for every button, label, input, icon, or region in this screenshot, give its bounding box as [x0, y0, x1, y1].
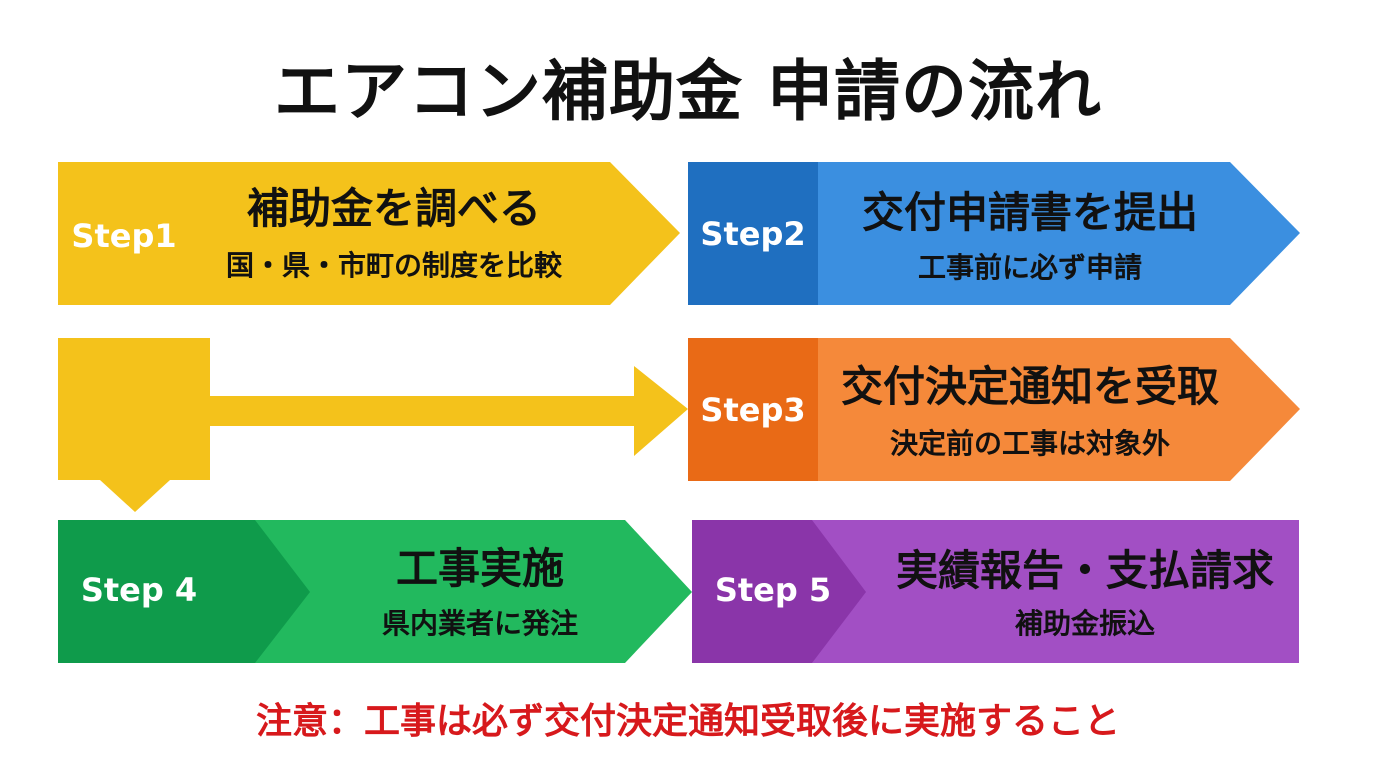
step1-heading: 補助金を調べる [246, 184, 541, 233]
step3-label-block [688, 338, 818, 481]
step2-label-block [688, 162, 818, 305]
step4-sub: 県内業者に発注 [381, 607, 578, 640]
step1-arrow [58, 162, 680, 305]
connector-block [58, 338, 210, 480]
step1-label: Step1 [71, 217, 177, 255]
step5-label-chevron [692, 520, 866, 663]
step3-sub: 決定前の工事は対象外 [889, 427, 1170, 460]
step1-sub: 国・県・市町の制度を比較 [225, 249, 562, 282]
step3-label: Step3 [700, 391, 806, 429]
step4-label: Step 4 [80, 571, 198, 609]
step4-heading: 工事実施 [395, 544, 564, 593]
step2-arrow-body [688, 162, 1300, 305]
page-title: エアコン補助金 申請の流れ [274, 53, 1102, 130]
step5-sub: 補助金振込 [1014, 607, 1155, 640]
step2-heading: 交付申請書を提出 [861, 188, 1198, 237]
warning-note: 注意：工事は必ず交付決定通知受取後に実施すること [255, 701, 1120, 742]
step3-arrow-body [688, 338, 1300, 481]
step2-sub: 工事前に必ず申請 [917, 251, 1142, 284]
step4-label-chevron [58, 520, 310, 663]
step2-label: Step2 [700, 215, 806, 253]
step5-heading: 実績報告・支払請求 [895, 546, 1274, 595]
step5-label: Step 5 [714, 571, 832, 609]
step3-heading: 交付決定通知を受取 [840, 362, 1219, 411]
connector-down-pointer [100, 480, 170, 512]
connector-arrow [205, 366, 688, 456]
